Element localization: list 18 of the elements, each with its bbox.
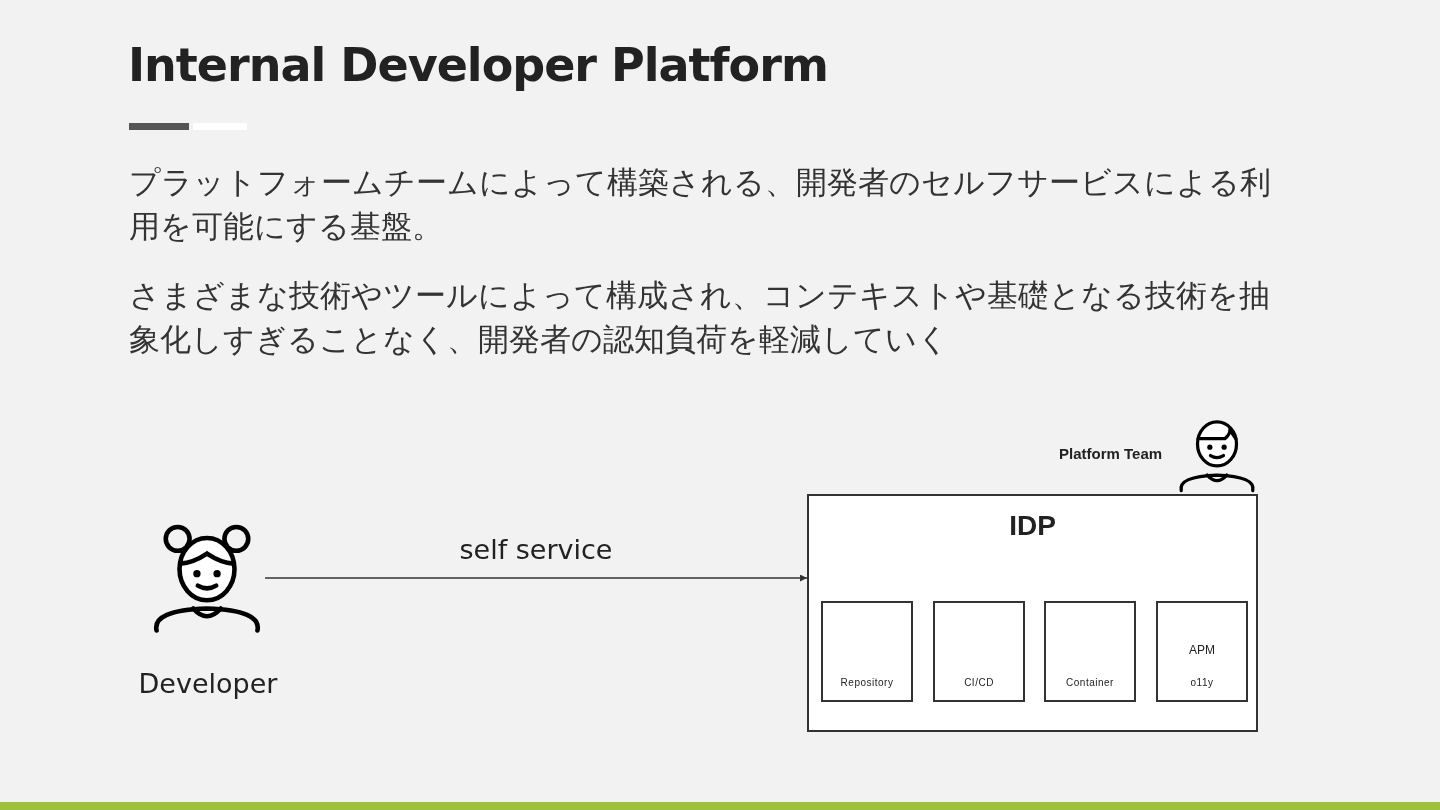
box-title: IDP (1008, 510, 1057, 542)
component-box (821, 601, 913, 702)
body-paragraph: プラットフォームチームによって構築される、開発者のセルフサービスによる利用を可能にする基盤。 (129, 163, 1272, 246)
component-label: o11y (1189, 677, 1215, 688)
component-box (1044, 601, 1136, 702)
component-box (1156, 601, 1248, 702)
edge-label: self service (458, 534, 614, 565)
team-name: Platform Team (1059, 445, 1163, 462)
component-label: Repository (839, 677, 895, 688)
body-paragraph: さまざまな技術やツールによって構成され、コンテキストや基礎となる技術を抽象化しすぎることなく、開発者の認知負荷を軽減していく (129, 276, 1271, 359)
component-label: APM (1188, 643, 1216, 657)
component-label: Container (1065, 677, 1115, 688)
component-label: CI/CD (963, 677, 995, 688)
arrow (264, 574, 808, 582)
platform-box (807, 494, 1258, 732)
person-name: Developer (138, 668, 278, 699)
slide-title: Internal Developer Platform (128, 38, 828, 92)
component-box (933, 601, 1025, 702)
